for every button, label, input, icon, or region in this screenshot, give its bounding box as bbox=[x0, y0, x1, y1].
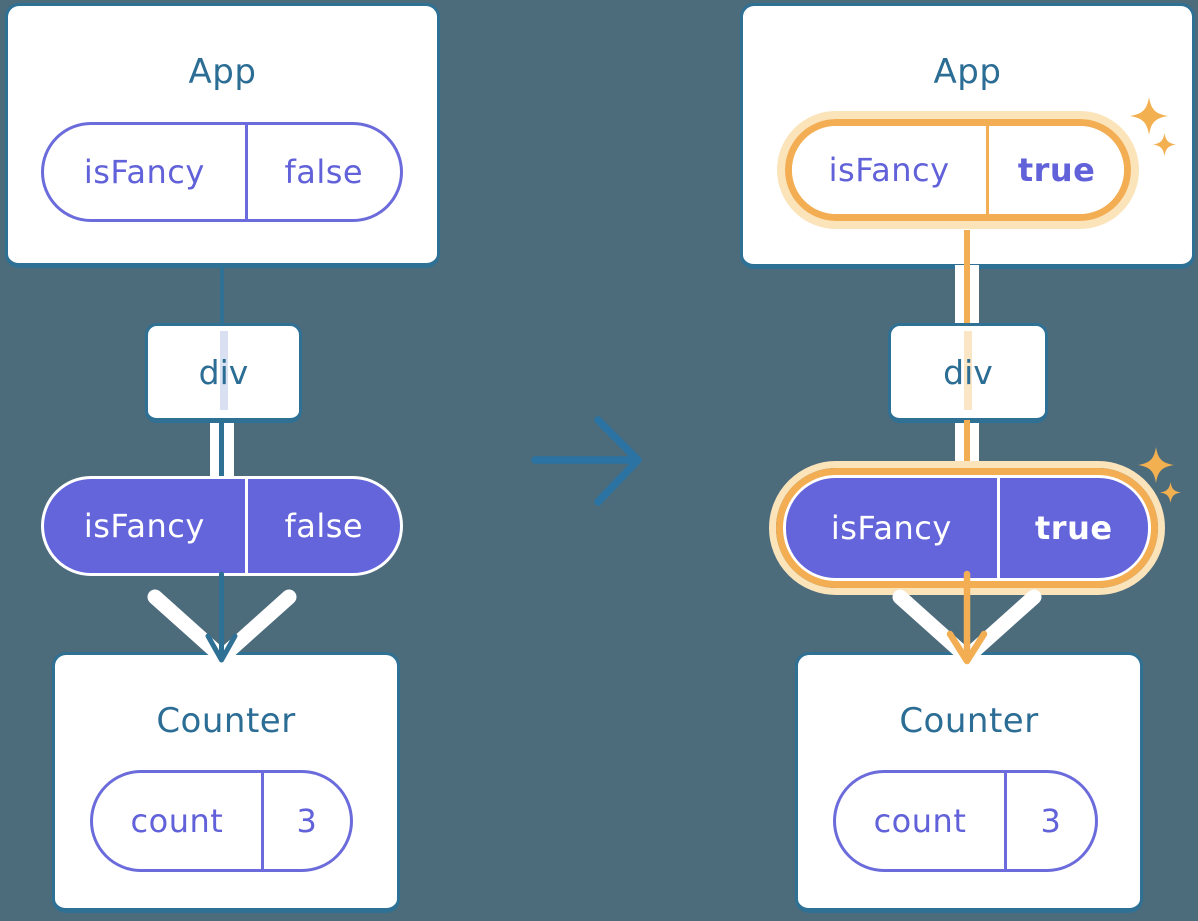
right-arrow-icon bbox=[531, 416, 642, 506]
prop-flow-through-line bbox=[964, 331, 972, 410]
div-node: div bbox=[145, 323, 302, 423]
state-name: count bbox=[93, 773, 264, 869]
prop-flow-core bbox=[964, 230, 970, 326]
prop-name: isFancy bbox=[792, 126, 990, 214]
counter-card: Counter count 3 bbox=[52, 652, 400, 913]
app-card: App isFancy true bbox=[740, 3, 1195, 269]
render-edge bbox=[220, 264, 224, 326]
prop-name: isFancy bbox=[44, 479, 248, 573]
state-value: 3 bbox=[296, 802, 318, 840]
state-pill: count 3 bbox=[90, 770, 353, 872]
passed-prop-pill: isFancy false bbox=[41, 476, 403, 576]
prop-value: false bbox=[284, 507, 364, 545]
sparkle-icon bbox=[1138, 447, 1174, 483]
state-pill: count 3 bbox=[833, 770, 1098, 872]
node-label: div bbox=[198, 352, 249, 392]
prop-flow-through-line bbox=[219, 331, 228, 410]
state-value: 3 bbox=[1040, 802, 1062, 840]
div-node: div bbox=[888, 323, 1048, 423]
orange-down-arrow-icon bbox=[946, 570, 988, 665]
sparkle-icon bbox=[1153, 133, 1176, 156]
prop-value: true bbox=[1017, 151, 1096, 189]
state-pill: isFancy false bbox=[41, 122, 403, 222]
sparkle-icon bbox=[1130, 97, 1168, 135]
sparkle-icon bbox=[1160, 482, 1181, 503]
teal-down-arrow-icon bbox=[205, 571, 238, 663]
state-pill-highlighted: isFancy true bbox=[777, 111, 1139, 229]
component-title: App bbox=[933, 52, 1002, 92]
prop-value: false bbox=[284, 153, 364, 191]
component-title: Counter bbox=[899, 701, 1039, 741]
prop-value: true bbox=[1035, 509, 1113, 547]
prop-name: isFancy bbox=[44, 125, 248, 219]
node-label: div bbox=[943, 352, 993, 392]
render-edge-core bbox=[219, 420, 224, 480]
prop-name: isFancy bbox=[786, 478, 1000, 578]
component-title: App bbox=[188, 52, 257, 92]
component-title: Counter bbox=[156, 701, 296, 741]
prop-flow-core bbox=[964, 420, 970, 480]
counter-card: Counter count 3 bbox=[795, 652, 1143, 913]
app-card: App isFancy false bbox=[5, 3, 440, 268]
state-name: count bbox=[836, 773, 1007, 869]
